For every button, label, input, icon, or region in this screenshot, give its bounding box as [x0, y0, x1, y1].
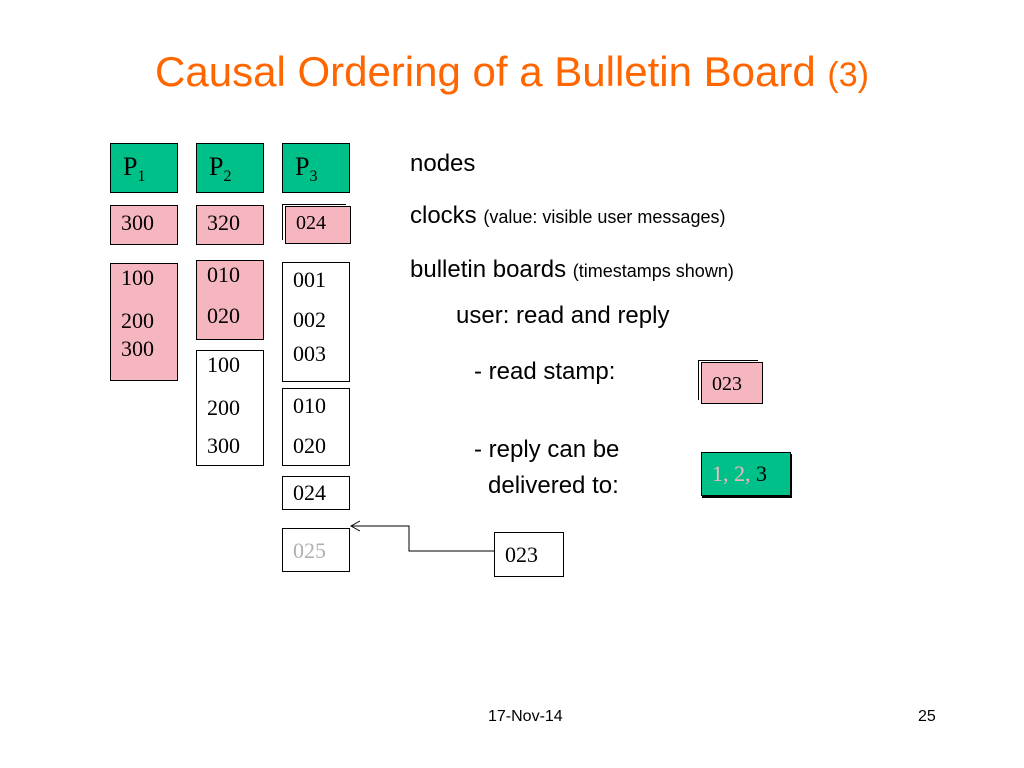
board-p1-item: 300	[121, 336, 154, 361]
label-reply-line2: delivered to:	[488, 472, 619, 499]
reply-stamp: 023	[494, 532, 564, 577]
label-clocks: clocks (value: visible user messages)	[410, 202, 725, 230]
boards-note: (timestamps shown)	[572, 261, 734, 281]
board-p2-item: 100	[207, 352, 240, 377]
board-p1-item: 200	[121, 308, 154, 333]
title-suffix: (3)	[827, 56, 869, 94]
clock-p3: 024	[285, 206, 351, 244]
pending-message: 025	[293, 538, 326, 563]
board-p2: 100 200 300	[196, 350, 264, 466]
delivered-to-part1: 1, 2,	[712, 461, 751, 486]
board-p3-extra: 024	[282, 476, 350, 510]
slide-title: Causal Ordering of a Bulletin Board (3)	[0, 48, 1024, 96]
board-p3-item: 020	[293, 433, 326, 458]
footer-date: 17-Nov-14	[488, 708, 563, 725]
node-p3: P3	[282, 143, 350, 193]
label-bulletin-boards: bulletin boards (timestamps shown)	[410, 256, 734, 284]
label-reply-line1: - reply can be	[474, 436, 620, 463]
node-p2: P2	[196, 143, 264, 193]
title-main: Causal Ordering of a Bulletin Board	[155, 48, 816, 95]
board-p3-received: 010 020	[282, 388, 350, 466]
boards-text: bulletin boards	[410, 256, 567, 283]
page-number: 25	[918, 708, 936, 725]
delivered-to-part2: 3	[756, 461, 767, 486]
node-p1-label: P	[123, 152, 138, 181]
board-p1-item: 100	[121, 265, 154, 290]
node-p2-sub: 2	[223, 168, 232, 186]
board-p2-item: 300	[207, 433, 240, 458]
board-p1: 100 200 300	[110, 263, 178, 381]
node-p1-sub: 1	[137, 168, 146, 186]
label-user: user: read and reply	[456, 302, 670, 329]
node-p3-label: P	[295, 152, 310, 181]
clocks-note: (value: visible user messages)	[483, 207, 726, 227]
label-read-stamp: - read stamp:	[474, 358, 616, 385]
label-nodes: nodes	[410, 150, 476, 177]
board-p3-pending: 025	[282, 528, 350, 572]
board-p3-item: 024	[293, 480, 326, 505]
node-p2-label: P	[209, 152, 224, 181]
node-p1: P1	[110, 143, 178, 193]
board-p3-item: 010	[293, 393, 326, 418]
board-p2-item: 200	[207, 395, 240, 420]
board-p2-item: 020	[207, 303, 240, 328]
clocks-text: clocks	[410, 202, 477, 229]
read-stamp-box: 023	[701, 362, 763, 404]
board-p3: 001 002 003	[282, 262, 350, 382]
board-p3-item: 001	[293, 267, 326, 292]
board-p2-received: 010 020	[196, 260, 264, 340]
node-p3-sub: 3	[309, 168, 318, 186]
delivered-to-box: 1, 2, 3	[701, 452, 791, 496]
clock-p2: 320	[196, 205, 264, 245]
board-p3-item: 002	[293, 307, 326, 332]
reply-stamp-value: 023	[505, 542, 538, 567]
clock-p1: 300	[110, 205, 178, 245]
board-p2-item: 010	[207, 262, 240, 287]
board-p3-item: 003	[293, 341, 326, 366]
